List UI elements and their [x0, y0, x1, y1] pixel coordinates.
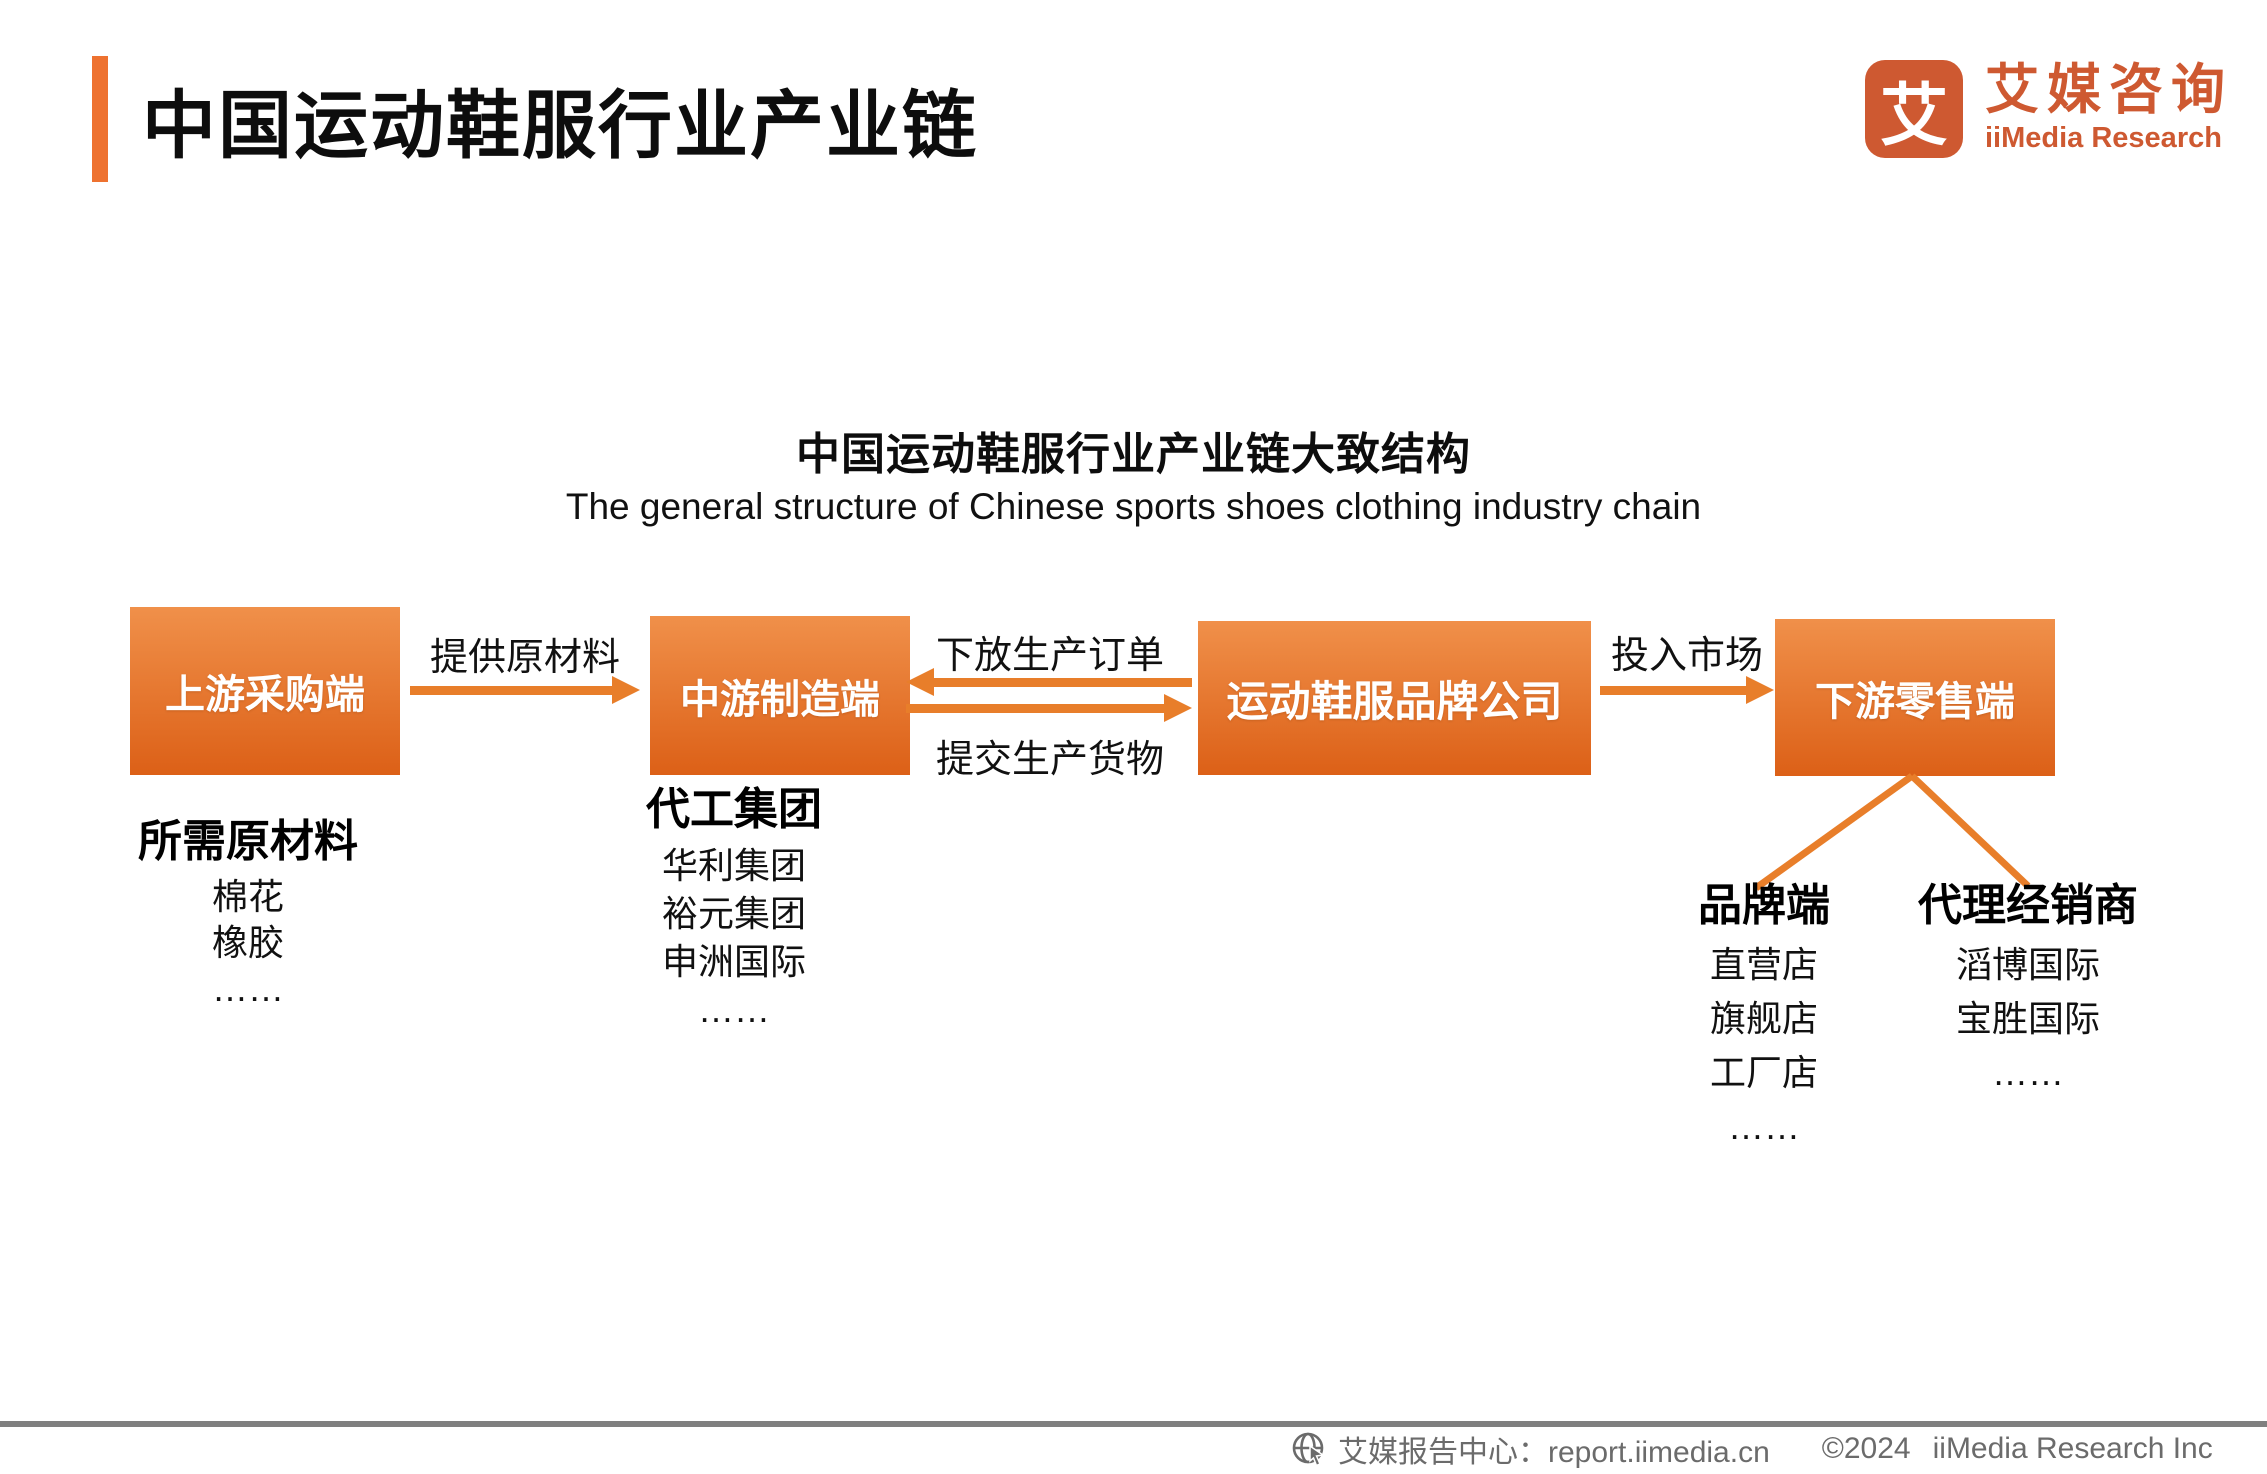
diagram-subtitle-en: The general structure of Chinese sports …	[565, 486, 1702, 527]
label-launch-to-market: 投入市场	[1610, 635, 1763, 677]
list-item: 裕元集团	[661, 893, 806, 934]
footer-company: iiMedia Research Inc	[1932, 1432, 2213, 1465]
list-item: 滔博国际	[1955, 944, 2100, 985]
node-upstream-procurement: 上游采购端	[130, 607, 400, 775]
diagram-subtitle-cn: 中国运动鞋服行业产业链大致结构	[796, 430, 1471, 479]
list-item: 工厂店	[1709, 1052, 1818, 1093]
globe-cursor-icon	[1292, 1432, 1325, 1467]
arrow-right-icon	[906, 694, 1192, 722]
label-place-production-orders: 下放生产订单	[935, 635, 1164, 677]
list-items: 滔博国际 宝胜国际 ……	[1878, 938, 2178, 1100]
node-brand-company: 运动鞋服品牌公司	[1198, 621, 1591, 775]
arrow-right-icon	[1600, 676, 1774, 704]
label-provide-raw-materials: 提供原材料	[429, 637, 620, 679]
label-deliver-produced-goods: 提交生产货物	[935, 739, 1164, 781]
list-item: 华利集团	[661, 845, 806, 886]
list-items: 华利集团 裕元集团 申洲国际 ……	[584, 842, 884, 1034]
list-item: ……	[1728, 1106, 1800, 1147]
list-items: 棉花 橡胶 ……	[98, 874, 398, 1012]
list-distributors: 代理经销商 滔博国际 宝胜国际 ……	[1878, 880, 2178, 1100]
footer-divider	[0, 1421, 2267, 1427]
list-item: 直营店	[1709, 944, 1818, 985]
footer-copyright: ©2024	[1821, 1432, 1911, 1465]
list-item: ……	[212, 968, 284, 1009]
list-item: 申洲国际	[661, 941, 806, 982]
title-accent-bar	[92, 56, 108, 182]
page-title: 中国运动鞋服行业产业链	[142, 83, 978, 167]
iimedia-logo-icon: 艾	[1865, 60, 1963, 158]
footer-report-center: 艾媒报告中心：report.iimedia.cn	[1338, 1436, 1770, 1469]
list-item: 橡胶	[211, 922, 284, 963]
node-downstream-retail: 下游零售端	[1775, 619, 2055, 776]
list-oem-groups: 代工集团 华利集团 裕元集团 申洲国际 ……	[584, 784, 884, 1034]
list-item: 宝胜国际	[1955, 998, 2100, 1039]
list-raw-materials: 所需原材料 棉花 橡胶 ……	[98, 816, 398, 1012]
list-heading: 所需原材料	[138, 817, 358, 866]
list-item: 旗舰店	[1709, 998, 1818, 1039]
logo-name-cn: 艾媒咨询	[1985, 60, 2233, 120]
node-midstream-manufacturing: 中游制造端	[650, 616, 910, 775]
arrow-right-icon	[410, 676, 640, 704]
retail-branch-lines	[1753, 773, 2031, 891]
list-items: 直营店 旗舰店 工厂店 ……	[1614, 938, 1914, 1154]
arrow-left-icon	[906, 668, 1192, 696]
list-item: ……	[1992, 1052, 2064, 1093]
footer: 艾媒报告中心：report.iimedia.cn ©2024 iiMedia R…	[1290, 1429, 2213, 1469]
list-heading: 品牌端	[1698, 881, 1830, 930]
iimedia-logo: 艾 艾媒咨询 iiMedia Research	[1865, 60, 2233, 158]
list-heading: 代工集团	[646, 785, 822, 834]
iimedia-logo-text: 艾媒咨询 iiMedia Research	[1985, 60, 2233, 154]
logo-name-en: iiMedia Research	[1985, 122, 2222, 154]
list-heading: 代理经销商	[1918, 881, 2138, 930]
list-item: 棉花	[211, 876, 284, 917]
list-item: ……	[698, 989, 770, 1030]
list-brand-side: 品牌端 直营店 旗舰店 工厂店 ……	[1614, 880, 1914, 1154]
